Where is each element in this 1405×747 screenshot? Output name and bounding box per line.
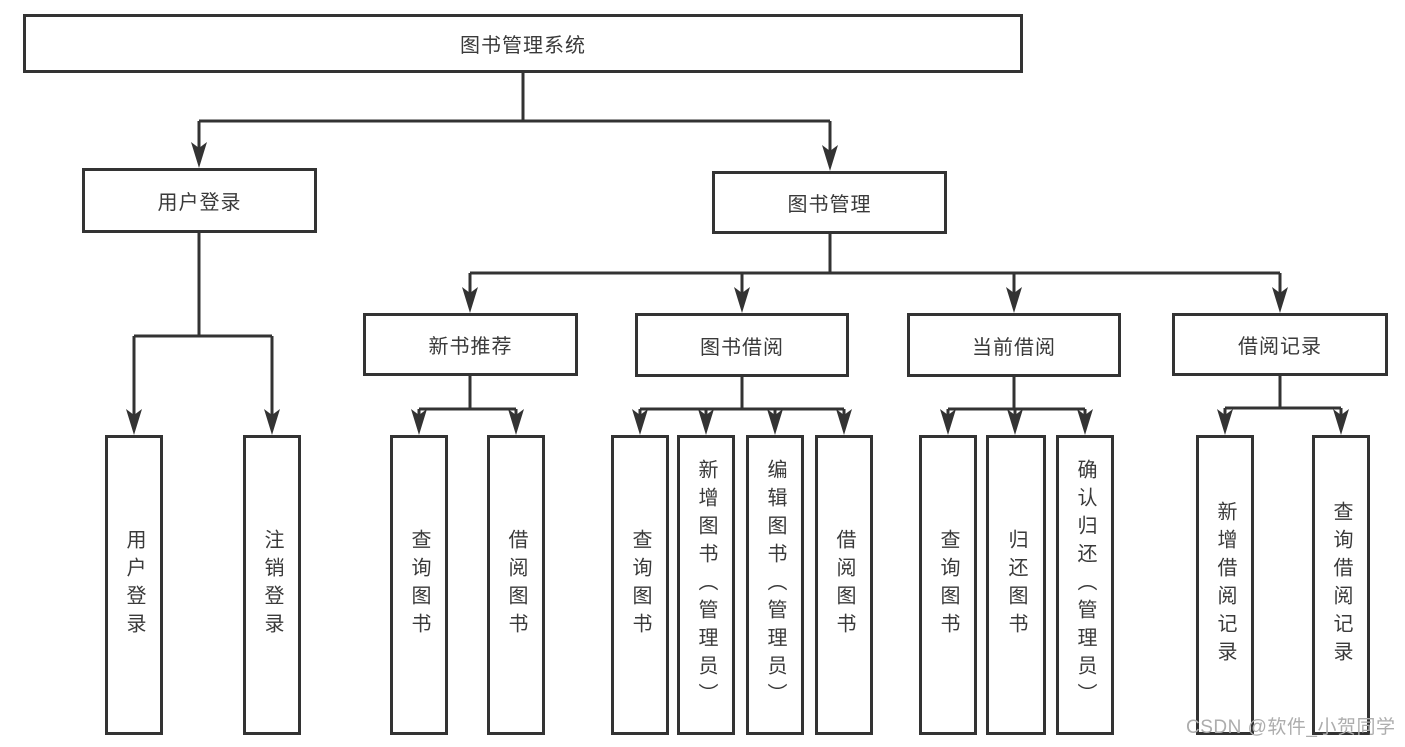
connector-new-book <box>411 376 524 435</box>
csdn-watermark: CSDN @软件_小贺同学 <box>1186 717 1396 738</box>
node-borrow-records: 借阅记录 <box>1172 313 1388 376</box>
leaf-query-borrow-record: 查询借阅记录 <box>1312 435 1370 735</box>
connector-book-management <box>462 234 1288 313</box>
node-user-login: 用户登录 <box>82 168 317 233</box>
leaf-confirm-return-admin: 确认归还（管理员） <box>1056 435 1114 735</box>
connector-book-borrow <box>632 377 852 435</box>
connector-current-borrow <box>940 377 1093 435</box>
leaf-return-books: 归还图书 <box>986 435 1046 735</box>
node-book-management: 图书管理 <box>712 171 947 234</box>
leaf-logout: 注销登录 <box>243 435 301 735</box>
leaf-add-books-admin: 新增图书（管理员） <box>677 435 735 735</box>
node-new-book-recommend: 新书推荐 <box>363 313 578 376</box>
connector-user-login <box>126 233 280 435</box>
leaf-query-books-current: 查询图书 <box>919 435 977 735</box>
leaf-borrow-books-recommend: 借阅图书 <box>487 435 545 735</box>
node-current-borrow: 当前借阅 <box>907 313 1121 377</box>
leaf-edit-books-admin: 编辑图书（管理员） <box>746 435 804 735</box>
leaf-borrow-books: 借阅图书 <box>815 435 873 735</box>
leaf-query-books-recommend: 查询图书 <box>390 435 448 735</box>
connector-root <box>191 73 838 171</box>
leaf-query-books-borrow: 查询图书 <box>611 435 669 735</box>
node-library-management-system: 图书管理系统 <box>23 14 1023 73</box>
leaf-user-login: 用户登录 <box>105 435 163 735</box>
node-book-borrow: 图书借阅 <box>635 313 849 377</box>
connector-borrow-records <box>1217 376 1349 435</box>
leaf-add-borrow-record: 新增借阅记录 <box>1196 435 1254 735</box>
